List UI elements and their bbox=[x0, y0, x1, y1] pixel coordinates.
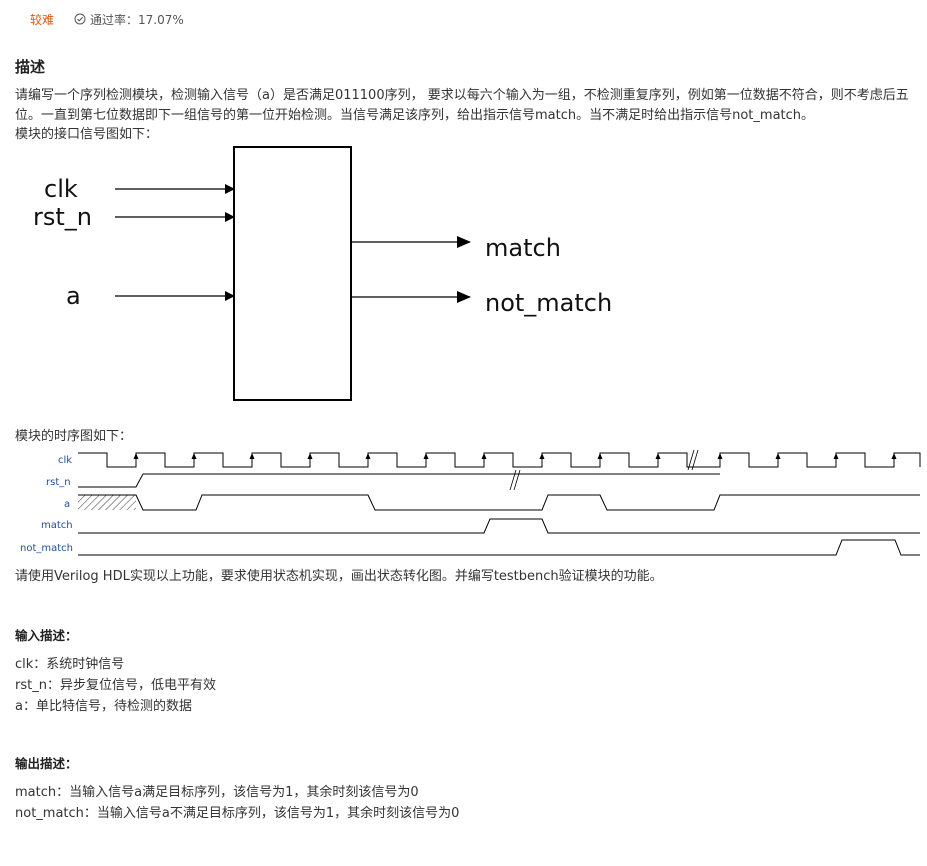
input-desc-title: 输入描述： bbox=[15, 628, 78, 643]
output-desc-not-match: not_match：当输入信号a不满足目标序列，该信号为1，其余时刻该信号为0 bbox=[15, 806, 460, 821]
input-desc-rst-n: rst_n：异步复位信号，低电平有效 bbox=[15, 678, 216, 693]
timing-label-clk: clk bbox=[58, 455, 72, 466]
output-desc-match: match：当输入信号a满足目标序列，该信号为1，其余时刻该信号为0 bbox=[15, 785, 419, 800]
timing-label-not-match: not_match bbox=[20, 543, 73, 554]
clk-rising-edge-arrow bbox=[539, 453, 545, 459]
clk-rising-edge-arrow bbox=[597, 453, 603, 459]
input-desc-clk: clk：系统时钟信号 bbox=[15, 657, 125, 672]
timing-label-a: a bbox=[64, 499, 70, 510]
clk-rising-edge-arrow bbox=[191, 453, 197, 459]
problem-meta: 较难 通过率：17.07% bbox=[30, 9, 184, 29]
timing-label-rst-n: rst_n bbox=[46, 477, 71, 488]
input-label-a: a bbox=[66, 282, 81, 310]
clk-rising-edge-arrow bbox=[833, 453, 839, 459]
check-circle-icon bbox=[74, 13, 86, 25]
clk-rising-edge-arrow bbox=[423, 453, 429, 459]
clk-rising-edge-arrow bbox=[775, 453, 781, 459]
interface-caption: 模块的接口信号图如下： bbox=[15, 127, 159, 142]
clk-rising-edge-arrow bbox=[655, 453, 661, 459]
input-desc-a: a：单比特信号，待检测的数据 bbox=[15, 699, 192, 714]
pass-rate-text: 通过率：17.07% bbox=[90, 12, 184, 27]
output-label-not-match: not_match bbox=[485, 289, 612, 317]
output-desc-title: 输出描述： bbox=[15, 756, 78, 771]
description-title: 描述 bbox=[15, 58, 46, 76]
difficulty-badge: 较难 bbox=[30, 12, 55, 27]
a-unknown-hatch bbox=[78, 495, 136, 510]
description-paragraph: 请编写一个序列检测模块，检测输入信号（a）是否满足011100序列， 要求以每六… bbox=[15, 88, 909, 123]
match-waveform bbox=[78, 518, 920, 534]
timing-label-match: match bbox=[41, 520, 73, 531]
clk-rising-edge-arrow bbox=[891, 453, 897, 459]
instruction-text: 请使用Verilog HDL实现以上功能，要求使用状态机实现，画出状态转化图。并… bbox=[15, 569, 663, 584]
output-label-match: match bbox=[485, 234, 561, 262]
clk-break-mark bbox=[687, 449, 699, 471]
input-label-rst-n: rst_n bbox=[33, 203, 92, 231]
rst-n-waveform bbox=[78, 473, 720, 488]
clk-rising-edge-arrow bbox=[249, 453, 255, 459]
not-match-waveform bbox=[78, 539, 920, 556]
module-box bbox=[233, 146, 352, 401]
rst-n-break bbox=[509, 469, 521, 491]
clk-rising-edge-arrow bbox=[133, 453, 139, 459]
timing-diagram: clk rst_n a match not_match bbox=[20, 449, 921, 556]
input-label-clk: clk bbox=[44, 175, 78, 203]
block-diagram: clk rst_n a match not_match bbox=[33, 146, 612, 401]
clk-rising-edge-arrow bbox=[481, 453, 487, 459]
clk-rising-edge-arrow bbox=[307, 453, 313, 459]
clk-rising-edge-arrow bbox=[365, 453, 371, 459]
pass-rate: 通过率：17.07% bbox=[74, 11, 184, 28]
clk-wave-path bbox=[78, 452, 921, 468]
timing-caption: 模块的时序图如下： bbox=[15, 429, 133, 444]
a-waveform bbox=[78, 494, 920, 511]
clk-waveform bbox=[78, 449, 921, 471]
clk-rising-edge-arrow bbox=[717, 453, 723, 459]
